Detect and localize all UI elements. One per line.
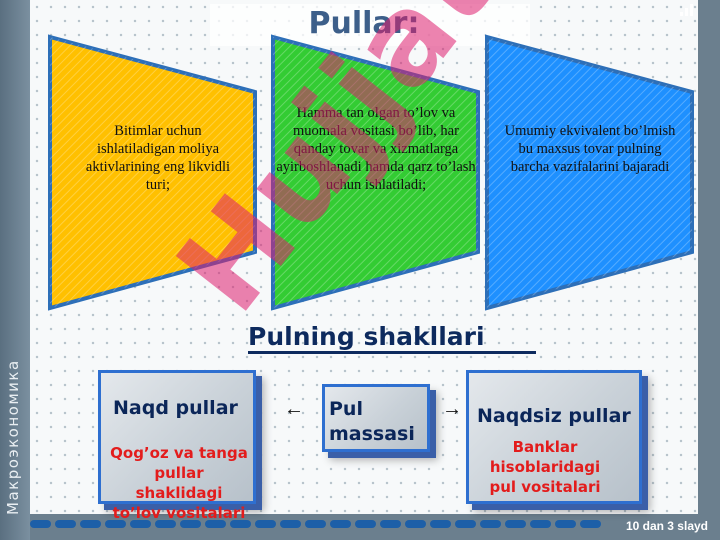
forms-heading-underline (248, 351, 536, 354)
slide-counter: 10 dan 3 slayd (625, 519, 708, 533)
progress-pill (480, 520, 501, 528)
progress-pill (80, 520, 101, 528)
definition-shapes (48, 34, 694, 311)
noncash-box-subtitle: Banklar hisoblaridagi pul vositalari (489, 438, 601, 496)
progress-pill (255, 520, 276, 528)
noncash-box: Naqdsiz pullar Banklar hisoblaridagi pul… (466, 370, 642, 504)
side-strip (0, 0, 30, 540)
progress-pill (230, 520, 251, 528)
progress-pill (105, 520, 126, 528)
progress-pill (30, 520, 51, 528)
progress-pill (430, 520, 451, 528)
progress-pill (280, 520, 301, 528)
progress-pill (205, 520, 226, 528)
progress-pill (580, 520, 601, 528)
progress-pill (505, 520, 526, 528)
cash-box: Naqd pullar Qog’oz va tanga pullar shakl… (98, 370, 256, 522)
arrow-right: → (442, 398, 462, 420)
definition-text-3: Umumiy ekvivalent bo’lmish bu maxsus tov… (504, 123, 676, 175)
forms-heading: Pulning shakllari (248, 322, 485, 351)
progress-pill (155, 520, 176, 528)
arrow-left: ← (284, 398, 304, 420)
money-supply-title: Pul massasi (329, 398, 415, 445)
progress-pill (55, 520, 76, 528)
page-title: Pullar: (308, 6, 420, 41)
progress-pill (530, 520, 551, 528)
signal-bars-icon (680, 4, 694, 16)
slide: Pullar: Bitimlar uchun ishlatiladigan mo… (30, 0, 698, 522)
title-backdrop (210, 4, 530, 46)
noncash-box-title: Naqdsiz pullar (477, 405, 631, 427)
progress-pill (130, 520, 151, 528)
side-label: Макроэкономика (4, 359, 22, 515)
definition-shape-1 (48, 34, 257, 311)
progress-pill (330, 520, 351, 528)
progress-pill (405, 520, 426, 528)
progress-bar (30, 517, 610, 531)
progress-pill (305, 520, 326, 528)
definition-text-1: Bitimlar uchun ishlatiladigan moliya akt… (85, 123, 231, 193)
cash-box-title: Naqd pullar (113, 397, 238, 419)
definition-text-2: Hamma tan olgan to’lov va muomala vosita… (276, 105, 476, 193)
definition-shape-3 (485, 34, 694, 311)
progress-pill (380, 520, 401, 528)
progress-pill (455, 520, 476, 528)
progress-pill (555, 520, 576, 528)
progress-pill (355, 520, 376, 528)
definition-shape-2 (271, 34, 480, 311)
progress-pill (180, 520, 201, 528)
cash-box-subtitle: Qog’oz va tanga pullar shaklidagi to’lov… (110, 444, 248, 522)
money-supply-box: Pul massasi (322, 384, 430, 452)
